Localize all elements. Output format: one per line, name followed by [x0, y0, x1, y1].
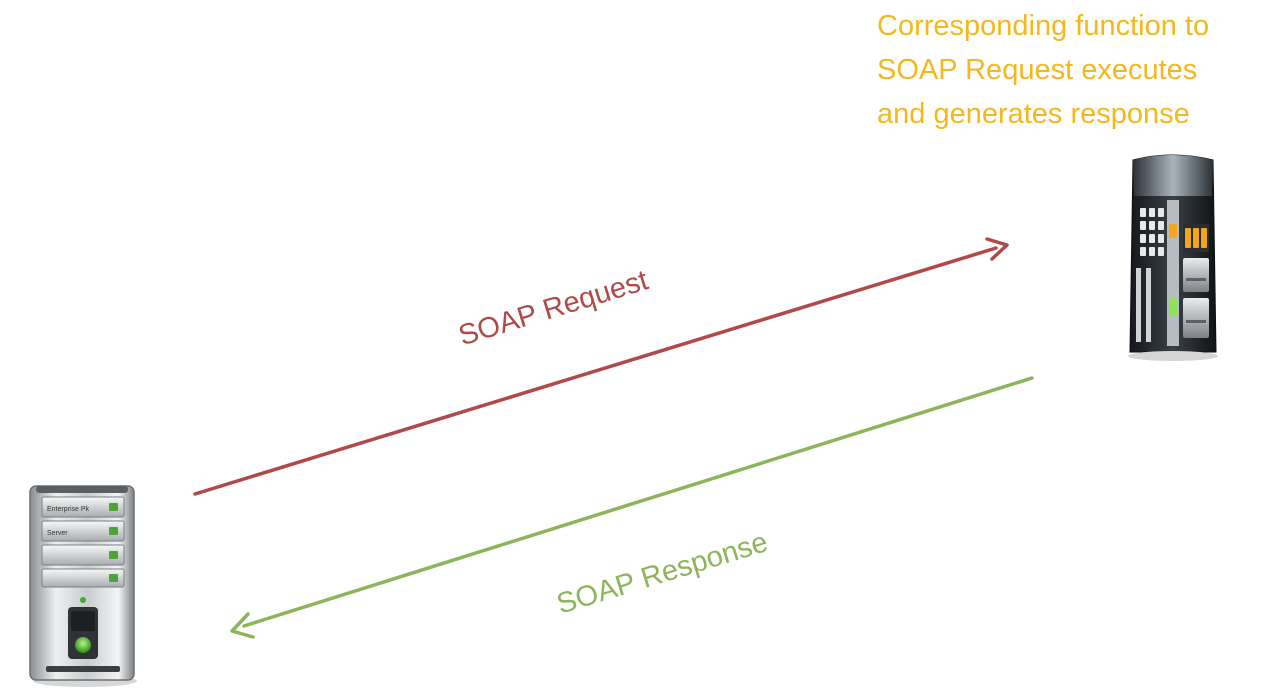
client-tower-server-icon: Enterprise Pk Server	[29, 485, 137, 687]
soap-request-label: SOAP Request	[455, 264, 652, 352]
server-caption: Corresponding function to SOAP Request e…	[877, 10, 1210, 130]
soap-response-label: SOAP Response	[553, 526, 772, 621]
soap-response-arrow	[230, 376, 1034, 639]
server-rack-icon	[1128, 154, 1218, 361]
client-slot-1-label: Enterprise Pk	[47, 506, 90, 513]
soap-request-arrow	[193, 237, 1009, 496]
client-slot-2-label: Server	[47, 530, 68, 537]
